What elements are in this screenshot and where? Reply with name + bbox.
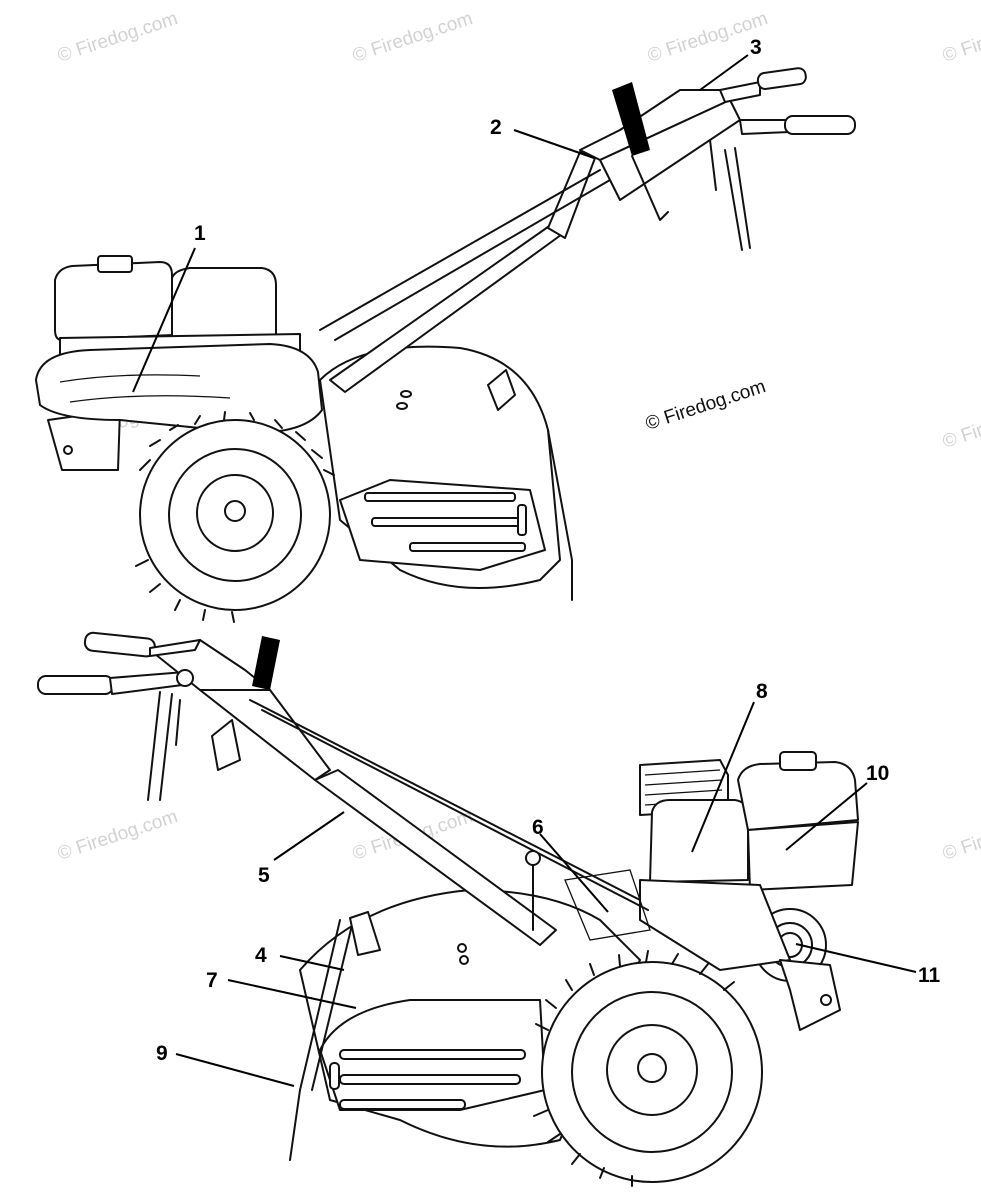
tiller-bottom-illustration bbox=[37, 631, 859, 1187]
leader-10 bbox=[785, 782, 868, 851]
tiller-top-illustration bbox=[35, 67, 856, 623]
leader-6 bbox=[539, 833, 609, 913]
callout-2: 2 bbox=[490, 116, 502, 139]
watermark: © Firedog.com bbox=[350, 8, 475, 67]
leader-5 bbox=[273, 811, 345, 861]
watermark: © Firedog.com bbox=[940, 806, 981, 865]
leader-lines bbox=[132, 54, 917, 1087]
leader-1 bbox=[132, 247, 196, 393]
callout-11: 11 bbox=[918, 964, 941, 987]
leader-11 bbox=[795, 943, 917, 973]
callout-4: 4 bbox=[255, 944, 267, 967]
callout-9: 9 bbox=[156, 1042, 168, 1065]
watermark: © Firedog.com bbox=[940, 394, 981, 453]
watermark: © Firedog.com bbox=[55, 806, 180, 865]
leader-2 bbox=[513, 129, 595, 159]
callout-8: 8 bbox=[756, 680, 768, 703]
callout-3: 3 bbox=[750, 36, 762, 59]
leader-3 bbox=[699, 54, 749, 91]
watermark: © Firedog.com bbox=[940, 8, 981, 67]
leader-4 bbox=[279, 955, 345, 971]
callout-labels: 1 2 3 4 5 6 7 8 9 10 11 bbox=[156, 36, 941, 1065]
callout-10: 10 bbox=[866, 762, 889, 785]
callout-5: 5 bbox=[258, 864, 270, 887]
leader-9 bbox=[175, 1053, 295, 1087]
leader-8 bbox=[691, 701, 755, 853]
callout-1: 1 bbox=[194, 222, 206, 245]
callout-7: 7 bbox=[206, 969, 218, 992]
callout-6: 6 bbox=[532, 816, 544, 839]
copyright-notice: © Firedog.com bbox=[643, 376, 768, 435]
leader-7 bbox=[227, 979, 357, 1009]
watermark: © Firedog.com bbox=[55, 8, 180, 67]
